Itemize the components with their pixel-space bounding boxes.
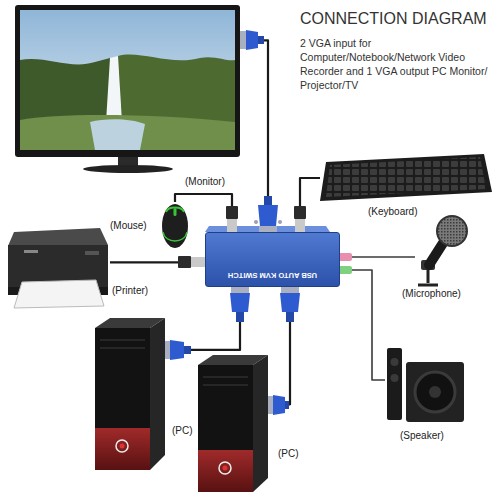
vga-shell (268, 396, 273, 414)
vga-shell (231, 287, 249, 293)
monitor-bezel (15, 5, 240, 157)
pc-side (253, 355, 268, 492)
screen-pool (90, 119, 145, 150)
vga-shell (165, 341, 170, 359)
pc-red-panel (198, 450, 253, 492)
vga-plug (230, 293, 250, 312)
printer-top (8, 228, 108, 246)
subwoofer-cone (415, 372, 455, 412)
keyboard-body (320, 154, 492, 201)
vga-shell (240, 31, 246, 49)
device-label: (Microphone) (402, 288, 461, 300)
printer-device: (Printer) (5, 225, 110, 310)
kvm-switch-box: USB AUTO KVM SWITCH (205, 232, 340, 287)
cable (340, 270, 385, 380)
screen-waterfall (106, 56, 122, 122)
audio-plug-green (338, 266, 352, 274)
pc-red-panel (95, 428, 150, 470)
mouse-device: (Mouse) (160, 202, 190, 248)
pc-front (95, 328, 150, 470)
usb-metal (191, 257, 205, 267)
monitor-base (83, 165, 173, 173)
switch-label: USB AUTO KVM SWITCH (206, 271, 339, 280)
vga-plug (273, 395, 285, 415)
vga-strain-relief (264, 196, 272, 206)
device-label: (Speaker) (400, 430, 444, 442)
vga-shell (281, 287, 299, 293)
device-label: (Keyboard) (368, 206, 417, 218)
speaker-driver (391, 374, 399, 382)
audio-plug-pink (338, 253, 352, 261)
vga-strain-relief (236, 312, 244, 322)
pc-power-button (116, 440, 128, 452)
pc-tower: (PC) (198, 355, 268, 492)
pc-power-light (120, 444, 125, 449)
microphone-head (437, 216, 467, 246)
monitor-screen (20, 10, 235, 150)
device-label: (PC) (172, 425, 193, 437)
pc-power-light (223, 466, 228, 471)
cable (165, 287, 240, 350)
device-label: (Printer) (112, 285, 148, 297)
usb-plug (294, 206, 306, 219)
cable (240, 40, 268, 232)
usb-plug (226, 206, 238, 219)
usb-metal (227, 219, 237, 232)
mouse-body (162, 204, 188, 248)
mouse-wheel (174, 208, 177, 216)
vga-plug (170, 340, 184, 360)
pc-drive-slot (203, 385, 248, 386)
device-label: (PC) (278, 448, 299, 460)
screen-grass (20, 115, 235, 150)
vga-plug (246, 30, 258, 50)
cable (175, 194, 232, 232)
device-label: (Monitor) (185, 176, 225, 188)
pc-side (150, 318, 165, 470)
diagram-title: CONNECTION DIAGRAM (300, 9, 487, 28)
speaker-satellite (387, 348, 402, 420)
usb-plug (178, 256, 191, 268)
pc-tower: (PC) (95, 318, 165, 470)
vga-strain-relief (258, 36, 264, 44)
vga-screw (254, 220, 258, 224)
vga-screw (278, 220, 282, 224)
speaker-driver (391, 358, 399, 366)
keyboard-keys (326, 157, 486, 197)
pc-front (198, 365, 253, 492)
microphone-stand (418, 268, 438, 285)
monitor-device: (Monitor) (15, 5, 240, 173)
keyboard-device: (Keyboard) (320, 152, 492, 202)
printer-paper-tray (14, 280, 104, 308)
subwoofer-cap (429, 386, 441, 398)
mouse-accent (163, 232, 187, 241)
device-label: (Mouse) (110, 220, 147, 232)
pc-drive-slot (100, 348, 145, 349)
vga-plug (280, 293, 300, 312)
printer-panel (85, 251, 99, 255)
vga-strain-relief (286, 312, 294, 322)
printer-logo (24, 250, 38, 253)
pc-power-button (219, 462, 231, 474)
vga-strain-relief (184, 346, 191, 354)
pc-drive-slot (203, 377, 248, 378)
microphone-device: (Microphone) (415, 215, 470, 285)
pc-drive-slot (100, 340, 145, 341)
vga-strain-relief (285, 401, 289, 409)
usb-metal (295, 219, 305, 232)
vga-plug (258, 205, 278, 226)
speaker-device: (Speaker) (385, 335, 470, 425)
speaker-subwoofer (406, 362, 464, 422)
description-note: 2 VGA input for Computer/Notebook/Networ… (300, 36, 492, 92)
